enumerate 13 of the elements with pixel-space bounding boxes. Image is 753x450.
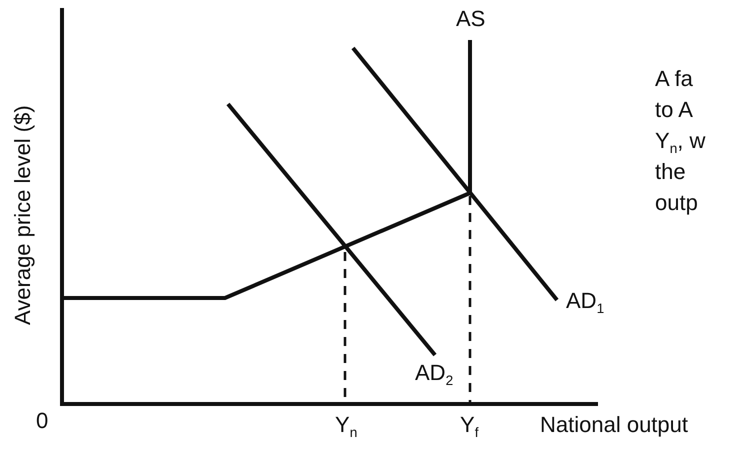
- text-fragment: to A: [655, 99, 693, 121]
- axis-tick-label: 0: [36, 410, 48, 432]
- axis-title: Average price level ($): [12, 105, 34, 325]
- curve-label: AD$_{2}$: [415, 362, 454, 388]
- axis-title: National output: [540, 414, 688, 436]
- axis-tick-label: Y$_{f}$: [460, 414, 478, 440]
- text-fragment: A fa: [655, 68, 693, 90]
- text-fragment: the: [655, 161, 686, 183]
- curve-label: AS: [456, 8, 486, 30]
- text-fragment: outp: [655, 192, 698, 214]
- text-fragment: Y$_{n}$, w: [655, 130, 706, 156]
- axis-tick-label: Y$_{n}$: [335, 414, 358, 440]
- curve-label: AD$_{1}$: [566, 290, 604, 316]
